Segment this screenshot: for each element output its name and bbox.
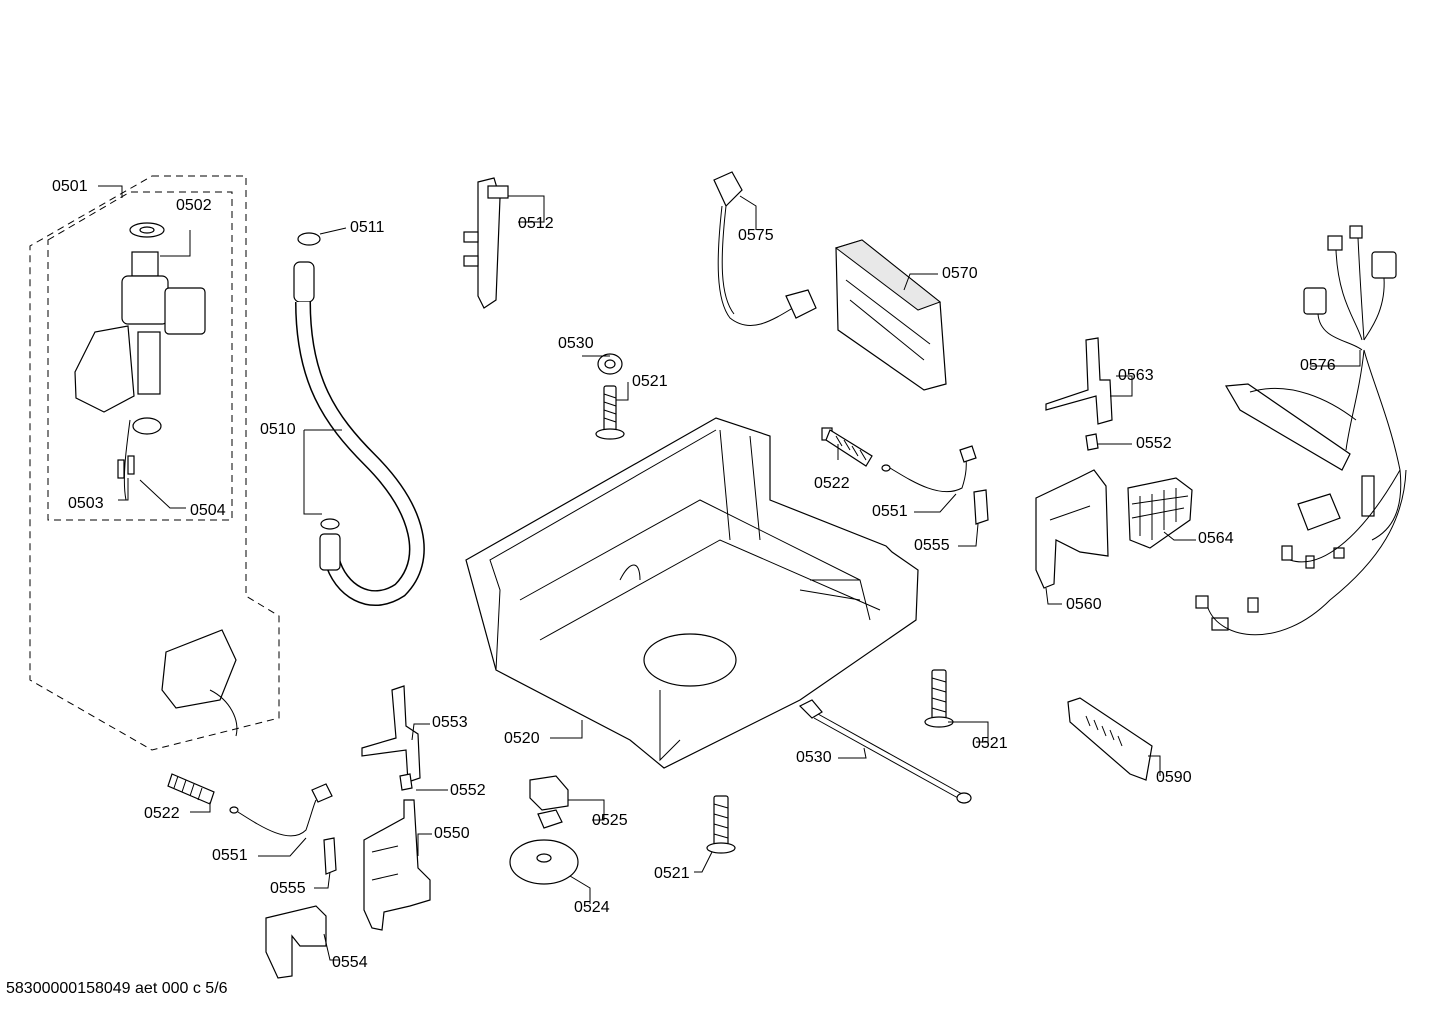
part-0590 — [1067, 697, 1153, 781]
document-footer-id: 58300000158049 aet 000 c 5/6 — [6, 980, 228, 997]
label-0590: 0590 — [1156, 769, 1192, 786]
part-foot-rod-0530 — [798, 699, 972, 804]
part-clip-0555-right — [973, 489, 989, 525]
part-spring-0522-right — [821, 427, 873, 467]
label-0550: 0550 — [434, 825, 470, 842]
label-0552-left: 0552 — [450, 782, 486, 799]
part-cable-0551-left — [229, 783, 333, 837]
part-bracket-0553 — [361, 685, 421, 783]
part-0525 — [529, 775, 569, 829]
label-0563: 0563 — [1118, 367, 1154, 384]
part-aquastop-hose — [116, 547, 238, 737]
part-screw-foot-0521-right — [924, 669, 954, 728]
part-clip-0555-left — [323, 837, 337, 875]
part-power-cord — [713, 171, 817, 327]
label-0530-top: 0530 — [558, 335, 594, 352]
label-0570: 0570 — [942, 265, 978, 282]
part-0554 — [265, 905, 327, 979]
part-spring-0522-left — [167, 773, 215, 805]
label-0525: 0525 — [592, 812, 628, 829]
part-wiring-harness — [1195, 225, 1407, 636]
part-foot-nut-0530 — [597, 353, 623, 375]
label-0530-lower: 0530 — [796, 749, 832, 766]
label-0564: 0564 — [1198, 530, 1234, 547]
part-cover-0564 — [1127, 477, 1193, 549]
label-0504: 0504 — [190, 502, 226, 519]
part-inlet-valve — [74, 222, 206, 501]
label-0502: 0502 — [176, 197, 212, 214]
label-0501: 0501 — [52, 178, 88, 195]
part-screw-foot-0521-lower — [706, 795, 736, 854]
part-labels: 0501 0502 0503 0504 0510 0511 0512 0575 … — [52, 178, 1336, 971]
part-bracket-0512 — [463, 177, 509, 309]
part-control-module — [834, 239, 947, 391]
label-0521-lower: 0521 — [654, 865, 690, 882]
label-0511: 0511 — [350, 219, 385, 236]
label-0521-top: 0521 — [632, 373, 668, 390]
label-0554: 0554 — [332, 954, 368, 971]
label-0521-right: 0521 — [972, 735, 1008, 752]
part-disc-0524 — [509, 839, 579, 885]
part-drain-hose — [293, 232, 425, 607]
part-screw-foot-0521-top — [595, 385, 625, 440]
part-clip-0552-left — [399, 773, 413, 791]
part-cable-0551-right — [881, 445, 977, 493]
leader-lines — [98, 185, 1361, 961]
label-0522-left: 0522 — [144, 805, 180, 822]
label-0503: 0503 — [68, 495, 104, 512]
label-0560: 0560 — [1066, 596, 1102, 613]
part-bracket-0560 — [1035, 469, 1109, 589]
part-base-tub — [465, 417, 919, 769]
label-0512: 0512 — [518, 215, 554, 232]
label-0524: 0524 — [574, 899, 610, 916]
label-0522-right: 0522 — [814, 475, 850, 492]
label-0553: 0553 — [432, 714, 468, 731]
label-0551-left: 0551 — [212, 847, 248, 864]
label-0575: 0575 — [738, 227, 774, 244]
label-0510: 0510 — [260, 421, 296, 438]
label-0576: 0576 — [1300, 357, 1336, 374]
part-clip-0552-right — [1085, 433, 1099, 451]
part-bracket-0563 — [1045, 337, 1113, 425]
label-0520: 0520 — [504, 730, 540, 747]
assembly-0501-outline — [29, 175, 280, 751]
label-0552-right: 0552 — [1136, 435, 1172, 452]
part-bracket-0550 — [363, 799, 431, 931]
label-0555-left: 0555 — [270, 880, 306, 897]
label-0551-right: 0551 — [872, 503, 908, 520]
label-0555-right: 0555 — [914, 537, 950, 554]
